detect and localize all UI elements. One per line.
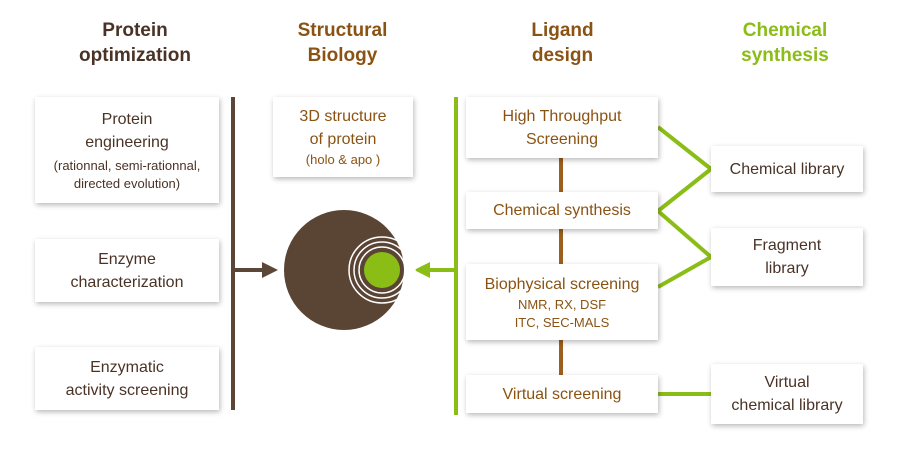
fragment-library-box: Fragment library: [711, 228, 863, 286]
heading-protein-optimization-line1: Protein: [102, 20, 168, 41]
biophysical-screening-sub1: NMR, RX, DSF: [517, 296, 607, 312]
biophysical-to-fragment-link: [657, 255, 712, 289]
protein-arrow-head: [262, 262, 278, 278]
heading-structural-biology-line2: Biology: [307, 45, 378, 66]
virtual-screening-line1: Virtual screening: [502, 385, 622, 403]
heading-ligand-design: Ligand design: [480, 18, 645, 68]
virtual-chemical-library-box: Virtual chemical library: [711, 364, 863, 424]
fragment-library-line2: library: [765, 260, 809, 277]
virtual-chemical-library-line2: chemical library: [731, 397, 843, 414]
high-throughput-screening-box: High Throughput Screening: [466, 97, 658, 158]
heading-chemical-synthesis-line1: Chemical: [742, 20, 828, 41]
enzymatic-activity-screening-line1: Enzymatic: [90, 358, 164, 376]
heading-structural-biology-line1: Structural: [297, 20, 388, 41]
structure-box-line1: 3D structure: [299, 108, 387, 125]
heading-ligand-design-line2: design: [531, 45, 594, 66]
structure-box-sub: (holo & apo ): [305, 152, 381, 167]
protein-circle: [284, 210, 404, 330]
chemical-synthesis-box: Chemical synthesis: [466, 192, 658, 229]
heading-protein-optimization: Protein optimization: [40, 18, 230, 68]
protein-ligand-symbol: [284, 210, 416, 330]
heading-structural-biology: Structural Biology: [260, 18, 425, 68]
protein-engineering-sub2: directed evolution): [73, 175, 181, 191]
heading-protein-optimization-line2: optimization: [79, 45, 191, 66]
protein-engineering-sub1: (rationnal, semi-rationnal,: [53, 157, 201, 173]
chemical-library-line1: Chemical library: [729, 160, 845, 178]
binding-ring-3: [358, 246, 406, 294]
virtual-screening-box: Virtual screening: [466, 375, 658, 413]
chemical-library-box: Chemical library: [711, 146, 863, 192]
structure-box: 3D structure of protein (holo & apo ): [273, 97, 413, 177]
synthesis-to-libraries-link: [656, 167, 713, 213]
protein-engineering-line1: Protein: [101, 110, 153, 128]
heading-ligand-design-line1: Ligand: [531, 20, 594, 41]
binding-ring-2: [353, 241, 411, 299]
enzyme-characterization-line1: Enzyme: [98, 250, 156, 268]
fragment-library-line1: Fragment: [752, 237, 822, 254]
binding-ring-1: [348, 236, 416, 304]
enzyme-characterization-box: Enzyme characterization: [35, 239, 219, 302]
heading-chemical-synthesis-line2: synthesis: [741, 45, 829, 66]
enzyme-characterization-line2: characterization: [70, 273, 184, 291]
structure-box-line2: of protein: [309, 131, 377, 148]
heading-chemical-synthesis: Chemical synthesis: [700, 18, 870, 68]
enzymatic-activity-screening-box: Enzymatic activity screening: [35, 347, 219, 410]
biophysical-screening-sub2: ITC, SEC-MALS: [514, 314, 610, 330]
chemical-synthesis-line1: Chemical synthesis: [493, 202, 631, 219]
biophysical-screening-line1: Biophysical screening: [484, 275, 640, 293]
high-throughput-screening-line1: High Throughput: [502, 107, 622, 125]
protein-engineering-box: Protein engineering (rationnal, semi-rat…: [35, 97, 219, 203]
biophysical-screening-box: Biophysical screening NMR, RX, DSF ITC, …: [466, 264, 658, 340]
protein-engineering-line2: engineering: [85, 133, 169, 151]
synthesis-to-fragment-link: [656, 209, 713, 259]
high-throughput-screening-line2: Screening: [525, 130, 599, 148]
virtual-chemical-library-line1: Virtual: [764, 374, 810, 391]
hts-to-chemical-library-link: [656, 125, 713, 171]
enzymatic-activity-screening-line2: activity screening: [65, 381, 189, 399]
ligand-arrow-head: [414, 262, 430, 278]
ligand-circle: [364, 252, 400, 288]
